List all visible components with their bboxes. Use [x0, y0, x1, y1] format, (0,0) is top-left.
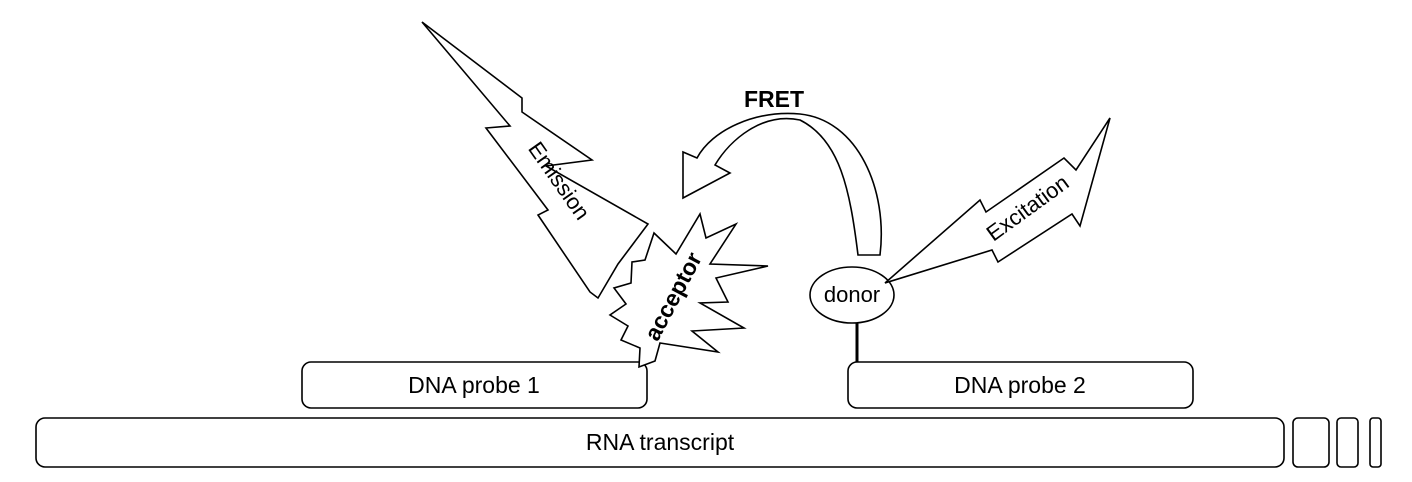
- excitation-lightning-arrow: [884, 117, 1111, 284]
- rna-segment-box-3: [1369, 417, 1382, 468]
- donor-fluorophore: [809, 266, 895, 324]
- fret-label: FRET: [744, 86, 804, 112]
- emission-lightning-arrow: [421, 21, 650, 300]
- dna-probe-1-label: DNA probe 1: [408, 372, 540, 398]
- rna-transcript-label: RNA transcript: [586, 429, 735, 455]
- dna-probe-1: [301, 361, 648, 409]
- acceptor-starburst: [608, 211, 769, 369]
- rna-segment-box-2: [1336, 417, 1359, 468]
- donor-label: donor: [824, 282, 880, 307]
- rna-segment-box-1: [1292, 417, 1330, 468]
- rna-transcript-bar: [35, 417, 1285, 468]
- dna-probe-2: [847, 361, 1194, 409]
- dna-probe-2-label: DNA probe 2: [954, 372, 1086, 398]
- fret-curved-arrow: [682, 112, 882, 256]
